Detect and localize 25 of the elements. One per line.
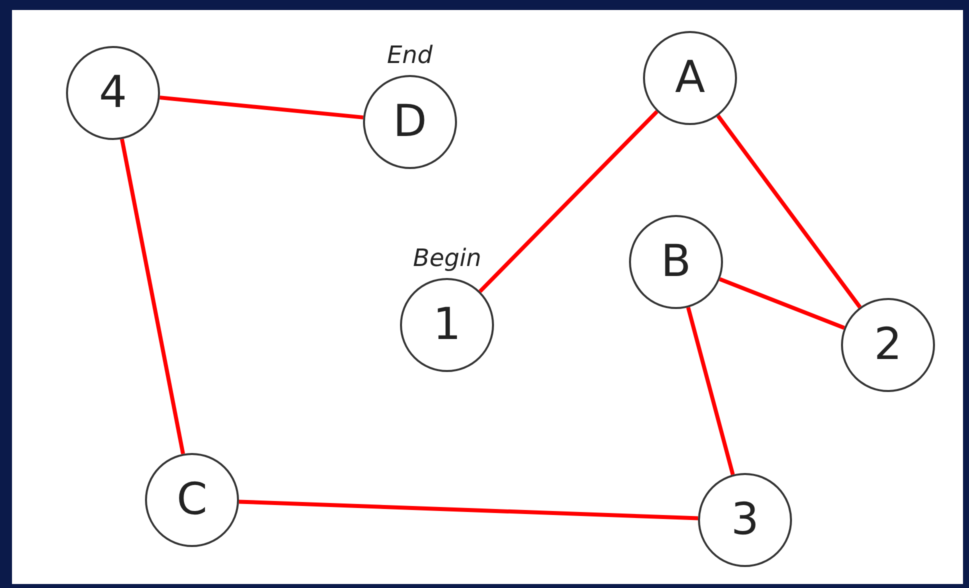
- circle-node: [643, 31, 737, 125]
- node-label: 3: [731, 498, 759, 542]
- connector-line: [686, 306, 735, 476]
- connector-line: [719, 277, 845, 330]
- connector-line: [160, 96, 364, 120]
- connector-line: [716, 114, 862, 308]
- circle-node: [629, 215, 723, 309]
- circle-node: [145, 453, 239, 547]
- connector-line: [238, 500, 698, 520]
- circle-node: [841, 298, 935, 392]
- circle-node: [363, 75, 457, 169]
- connector-line: [120, 138, 185, 454]
- circle-node: [66, 46, 160, 140]
- node-label: C: [176, 478, 208, 522]
- circle-node: [698, 473, 792, 567]
- node-label: B: [660, 240, 692, 284]
- node-label: D: [393, 100, 427, 144]
- caption-text: End: [387, 41, 433, 69]
- node-label: 1: [433, 303, 461, 347]
- node-label: 4: [99, 71, 127, 115]
- node-label: 2: [874, 323, 902, 367]
- node-label: A: [674, 56, 706, 100]
- circle-node: [400, 278, 494, 372]
- connector-line: [478, 110, 658, 293]
- caption-text: Begin: [413, 244, 482, 272]
